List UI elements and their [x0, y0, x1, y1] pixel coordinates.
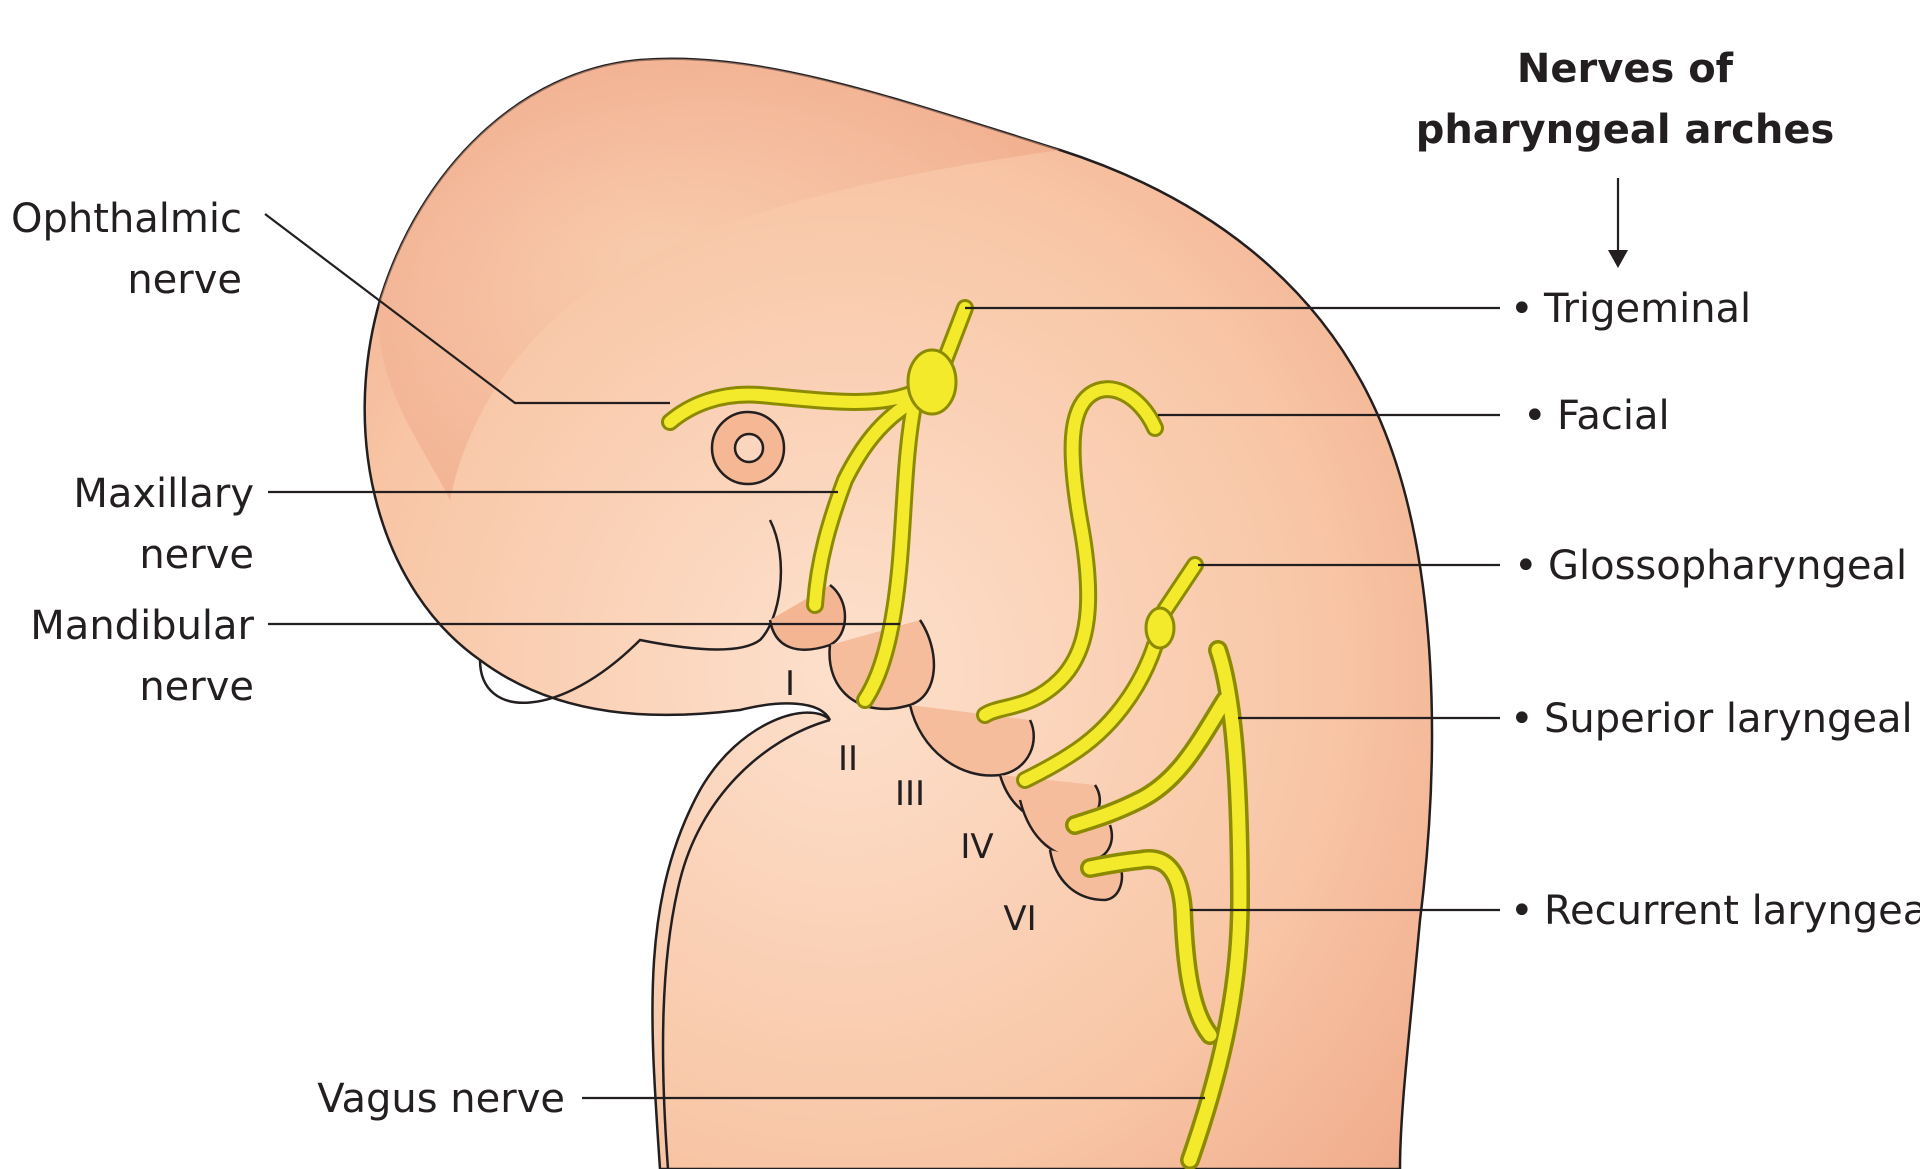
title-arrow-head — [1608, 250, 1628, 268]
label-facial: Facial — [1557, 393, 1670, 439]
bullet-glossopharyngeal: • — [1514, 543, 1538, 589]
arch-numeral-2: II — [838, 739, 858, 779]
arch-numeral-3: III — [895, 774, 925, 814]
trigeminal-ganglion — [908, 350, 956, 414]
label-glossopharyngeal: Glossopharyngeal — [1548, 543, 1907, 589]
label-mandibular-line-2: nerve — [139, 664, 254, 710]
arch-numeral-1: I — [785, 664, 795, 704]
arch-numeral-6: VI — [1003, 899, 1036, 939]
bullet-superior-laryngeal: • — [1510, 696, 1534, 742]
title-line-1: Nerves of — [1517, 46, 1734, 92]
bullet-facial: • — [1523, 393, 1547, 439]
label-trigeminal: Trigeminal — [1543, 286, 1751, 332]
label-ophthalmic-line-1: Ophthalmic — [11, 196, 242, 242]
label-ophthalmic-line-2: nerve — [127, 257, 242, 303]
label-vagus: Vagus nerve — [317, 1076, 565, 1122]
label-maxillary-line-1: Maxillary — [73, 471, 254, 517]
bullet-recurrent-laryngeal: • — [1510, 888, 1534, 934]
arch-numeral-4: IV — [960, 827, 993, 867]
label-mandibular-line-1: Mandibular — [30, 603, 254, 649]
right-labels: • Trigeminal • Facial • Glossopharyngeal… — [1510, 286, 1920, 934]
eye — [712, 412, 784, 484]
bullet-trigeminal: • — [1510, 286, 1534, 332]
label-maxillary-line-2: nerve — [139, 532, 254, 578]
title: Nerves of pharyngeal arches — [1416, 46, 1835, 153]
label-superior-laryngeal: Superior laryngeal — [1544, 696, 1913, 742]
glossopharyngeal-ganglion — [1146, 608, 1174, 648]
title-line-2: pharyngeal arches — [1416, 107, 1835, 153]
label-recurrent-laryngeal: Recurrent laryngeal — [1544, 888, 1920, 934]
